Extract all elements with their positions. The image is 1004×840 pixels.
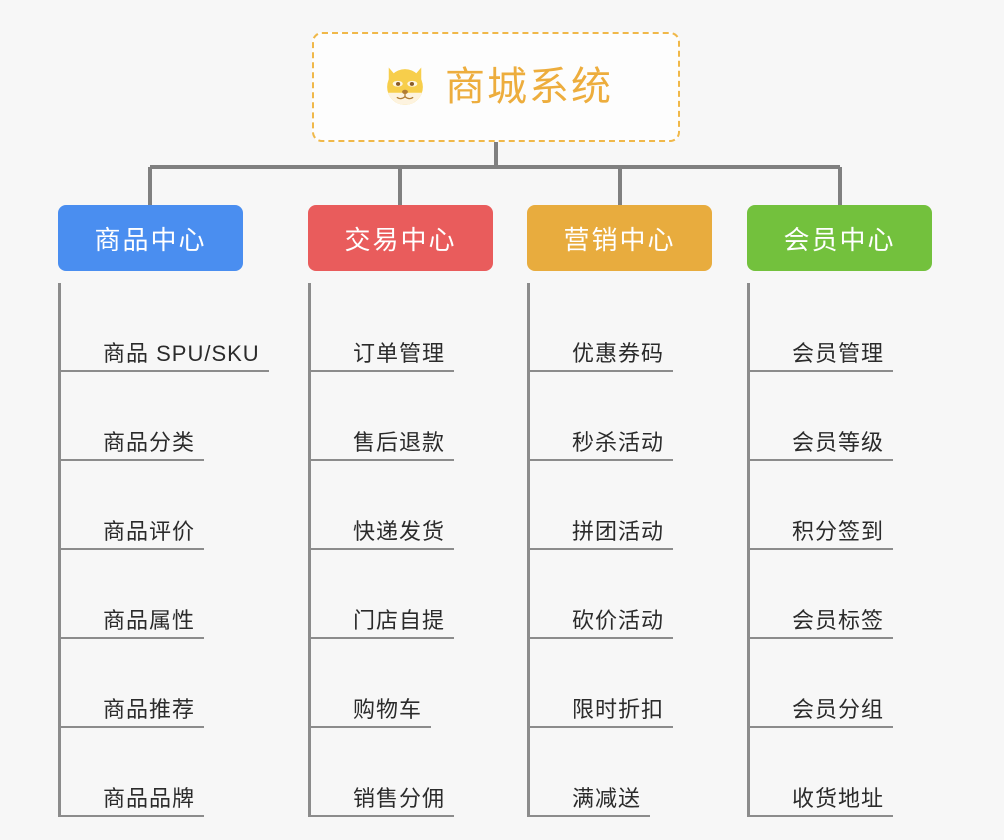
leaf-underline [529, 815, 651, 817]
leaf-label: 商品分类 [103, 429, 196, 455]
leaf-underline [60, 370, 269, 372]
leaf-item[interactable]: 门店自提 [310, 550, 493, 639]
leaf-list-3: 会员管理 会员等级 积分签到 会员标签 会员分组 收货地址 [747, 283, 932, 817]
root-node[interactable]: 商城系统 [312, 32, 680, 142]
leaf-underline [60, 726, 205, 728]
leaf-label: 门店自提 [353, 607, 446, 633]
leaf-underline [60, 459, 205, 461]
leaf-item[interactable]: 收货地址 [749, 728, 932, 817]
leaf-label: 会员等级 [792, 429, 885, 455]
leaf-item[interactable]: 商品品牌 [60, 728, 243, 817]
leaf-underline [310, 459, 455, 461]
leaf-label: 砍价活动 [572, 607, 665, 633]
category-header-label: 营销中心 [563, 224, 676, 255]
leaf-item[interactable]: 会员标签 [749, 550, 932, 639]
leaf-underline [310, 637, 455, 639]
leaf-label: 优惠券码 [572, 340, 665, 366]
leaf-underline [60, 548, 205, 550]
leaf-item[interactable]: 商品分类 [60, 372, 243, 461]
leaf-underline [60, 815, 205, 817]
leaf-label: 积分签到 [792, 518, 885, 544]
leaf-item[interactable]: 快递发货 [310, 461, 493, 550]
leaf-underline [529, 459, 674, 461]
dog-face-icon [387, 67, 423, 105]
leaf-item[interactable]: 商品推荐 [60, 639, 243, 728]
leaf-underline [310, 548, 455, 550]
leaf-label: 满减送 [572, 785, 642, 811]
leaf-item[interactable]: 商品 SPU/SKU [60, 283, 269, 372]
leaf-label: 购物车 [353, 696, 423, 722]
leaf-list-2: 优惠券码 秒杀活动 拼团活动 砍价活动 限时折扣 满减送 [527, 283, 712, 817]
leaf-underline [749, 815, 894, 817]
category-column-0: 商品中心 商品 SPU/SKU 商品分类 商品评价 商品属性 商品推荐 [58, 205, 269, 817]
leaf-underline [529, 637, 674, 639]
leaf-underline [529, 370, 674, 372]
leaf-underline [749, 548, 894, 550]
leaf-item[interactable]: 优惠券码 [529, 283, 712, 372]
leaf-item[interactable]: 限时折扣 [529, 639, 712, 728]
leaf-label: 商品品牌 [103, 785, 196, 811]
category-column-1: 交易中心 订单管理 售后退款 快递发货 门店自提 购物车 [308, 205, 493, 817]
leaf-underline [749, 726, 894, 728]
category-header-3[interactable]: 会员中心 [747, 205, 932, 271]
leaf-item[interactable]: 购物车 [310, 639, 493, 728]
leaf-label: 会员管理 [792, 340, 885, 366]
leaf-item[interactable]: 商品属性 [60, 550, 243, 639]
leaf-underline [749, 637, 894, 639]
category-column-2: 营销中心 优惠券码 秒杀活动 拼团活动 砍价活动 限时折扣 [527, 205, 712, 817]
leaf-label: 会员分组 [792, 696, 885, 722]
leaf-item[interactable]: 积分签到 [749, 461, 932, 550]
leaf-list-1: 订单管理 售后退款 快递发货 门店自提 购物车 销售分佣 [308, 283, 493, 817]
leaf-item[interactable]: 销售分佣 [310, 728, 493, 817]
category-header-label: 交易中心 [344, 224, 457, 255]
leaf-item[interactable]: 满减送 [529, 728, 712, 817]
leaf-underline [529, 726, 674, 728]
leaf-label: 售后退款 [353, 429, 446, 455]
leaf-label: 商品评价 [103, 518, 196, 544]
leaf-label: 快递发货 [353, 518, 446, 544]
category-header-0[interactable]: 商品中心 [58, 205, 243, 271]
leaf-list-0: 商品 SPU/SKU 商品分类 商品评价 商品属性 商品推荐 商品品牌 [58, 283, 269, 817]
category-header-label: 会员中心 [783, 224, 896, 255]
leaf-item[interactable]: 拼团活动 [529, 461, 712, 550]
leaf-item[interactable]: 售后退款 [310, 372, 493, 461]
leaf-item[interactable]: 会员等级 [749, 372, 932, 461]
leaf-underline [749, 459, 894, 461]
leaf-item[interactable]: 砍价活动 [529, 550, 712, 639]
leaf-label: 订单管理 [353, 340, 446, 366]
leaf-label: 商品 SPU/SKU [103, 340, 260, 366]
leaf-underline [310, 815, 455, 817]
leaf-label: 拼团活动 [572, 518, 665, 544]
root-title: 商城系统 [445, 65, 613, 109]
leaf-label: 会员标签 [792, 607, 885, 633]
leaf-underline [310, 726, 432, 728]
leaf-underline [749, 370, 894, 372]
leaf-item[interactable]: 秒杀活动 [529, 372, 712, 461]
category-header-2[interactable]: 营销中心 [527, 205, 712, 271]
leaf-item[interactable]: 商品评价 [60, 461, 243, 550]
leaf-label: 收货地址 [792, 785, 885, 811]
leaf-item[interactable]: 会员管理 [749, 283, 932, 372]
category-header-1[interactable]: 交易中心 [308, 205, 493, 271]
leaf-underline [529, 548, 674, 550]
leaf-item[interactable]: 会员分组 [749, 639, 932, 728]
category-column-3: 会员中心 会员管理 会员等级 积分签到 会员标签 会员分组 [747, 205, 932, 817]
leaf-underline [310, 370, 455, 372]
leaf-item[interactable]: 订单管理 [310, 283, 493, 372]
leaf-underline [60, 637, 205, 639]
leaf-label: 秒杀活动 [572, 429, 665, 455]
leaf-label: 商品推荐 [103, 696, 196, 722]
leaf-label: 商品属性 [103, 607, 196, 633]
category-header-label: 商品中心 [94, 224, 207, 255]
leaf-label: 销售分佣 [353, 785, 446, 811]
leaf-label: 限时折扣 [572, 696, 665, 722]
